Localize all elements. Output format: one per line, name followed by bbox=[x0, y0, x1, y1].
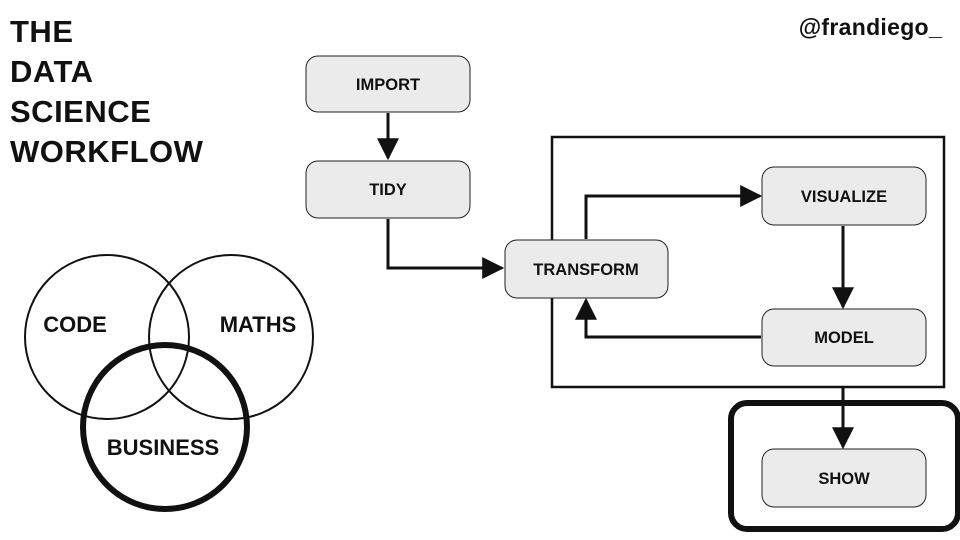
venn-circle-maths bbox=[148, 254, 314, 420]
node-model-label: MODEL bbox=[814, 329, 874, 347]
title-line-1: THE bbox=[10, 14, 74, 49]
node-tidy-label: TIDY bbox=[369, 181, 407, 199]
title-line-4: WORKFLOW bbox=[10, 134, 204, 169]
node-model: MODEL bbox=[761, 308, 927, 367]
venn-label-business: BUSINESS bbox=[107, 435, 219, 460]
title-line-2: DATA bbox=[10, 54, 94, 89]
node-import-label: IMPORT bbox=[356, 76, 420, 94]
node-visualize-label: VISUALIZE bbox=[801, 188, 887, 206]
page-title: THE DATA SCIENCE WORKFLOW bbox=[10, 12, 203, 172]
arrow-transform-to-visualize bbox=[584, 185, 763, 239]
venn-circle-business bbox=[80, 342, 250, 512]
node-visualize: VISUALIZE bbox=[761, 166, 927, 226]
venn-label-maths: MATHS bbox=[220, 312, 297, 337]
node-transform: TRANSFORM bbox=[504, 239, 669, 299]
arrow-model-to-transform bbox=[575, 297, 761, 339]
venn-diagram: CODE MATHS BUSINESS bbox=[24, 254, 314, 512]
venn-label-code: CODE bbox=[43, 312, 107, 337]
author-handle: @frandiego_ bbox=[798, 14, 942, 40]
node-import: IMPORT bbox=[305, 55, 471, 113]
node-tidy: TIDY bbox=[305, 160, 471, 219]
node-transform-label: TRANSFORM bbox=[533, 261, 638, 279]
arrow-tidy-to-transform bbox=[386, 219, 505, 279]
title-line-3: SCIENCE bbox=[10, 94, 152, 129]
venn-circle-code bbox=[24, 254, 190, 420]
node-show: SHOW bbox=[761, 448, 927, 508]
node-show-label: SHOW bbox=[818, 470, 870, 488]
